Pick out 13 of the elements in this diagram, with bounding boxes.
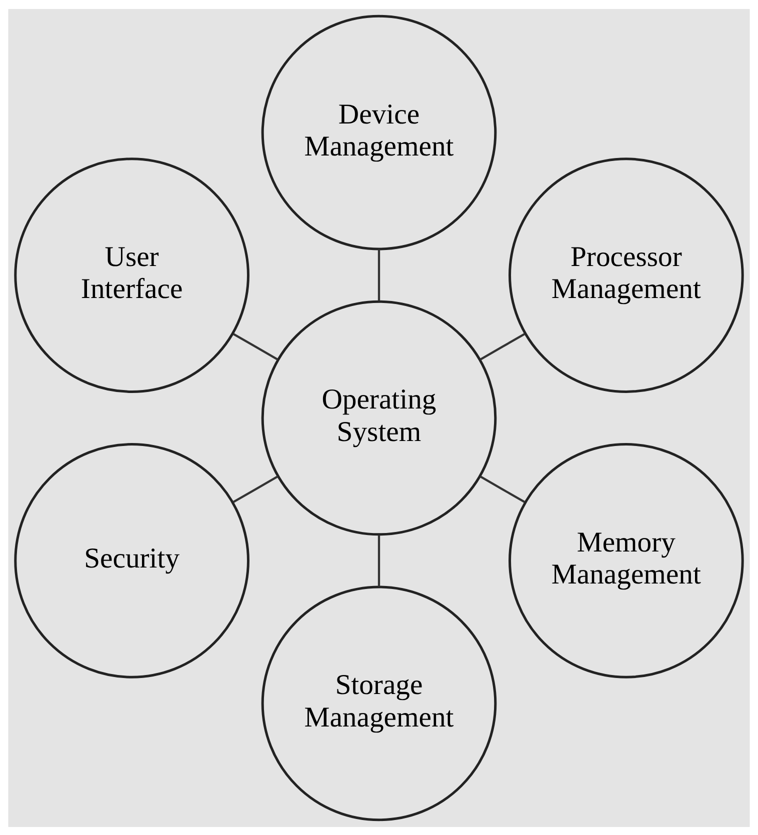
node-circle: Processor Management [508,157,744,392]
connector [480,332,526,360]
connector [378,248,380,301]
node-circle: Security [14,442,250,678]
node-circle: Storage Management [261,585,497,821]
connector [232,475,278,503]
node-circle: User Interface [14,157,250,392]
connector [378,534,380,586]
node-circle: Operating System [261,300,497,536]
node-circle: Memory Management [508,442,744,678]
connector [232,332,278,360]
node-circle: Device Management [261,14,497,250]
connector [480,475,526,503]
